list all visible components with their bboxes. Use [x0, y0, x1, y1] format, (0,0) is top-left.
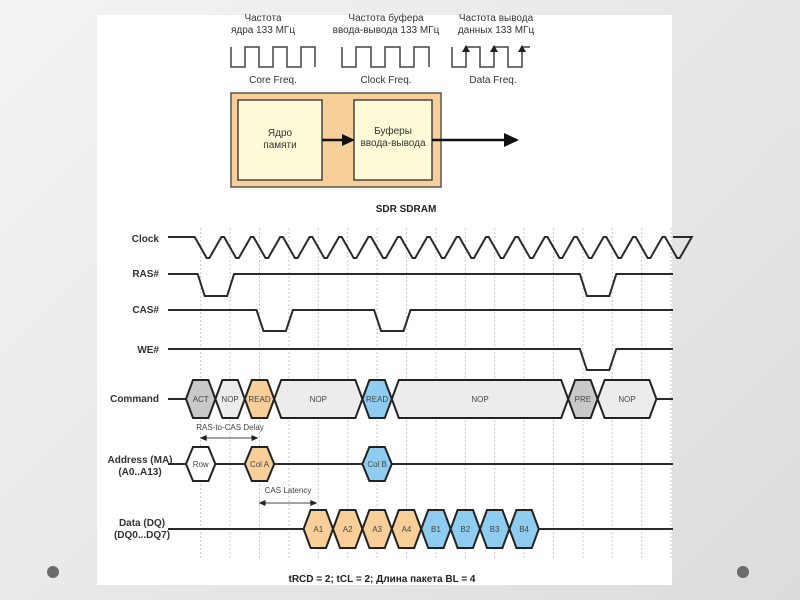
rising-edge-arrow-icon [462, 45, 470, 52]
data-label: B4 [519, 525, 529, 534]
data-cell: A2 [331, 509, 364, 549]
rising-edge-arrows [462, 45, 526, 52]
core-freq-caption: Core Freq. [249, 75, 297, 86]
data-cell: A3 [361, 509, 393, 549]
data-cell: A4 [390, 509, 423, 549]
memory-core-line1: Ядро [268, 128, 293, 139]
command-cell: PRE [567, 379, 599, 419]
command-label: NOP [618, 395, 635, 404]
io-buffer-line1: Буферы [374, 125, 412, 137]
data-bus: A1 A2 A3 A4 B1 B2 B3 B4 [168, 509, 673, 549]
ras-to-cas-delay-label: RAS-to-CAS Delay [196, 423, 264, 432]
data-freq-wave [451, 46, 530, 68]
timing-footer: tRCD = 2; tCL = 2; Длина пакета BL = 4 [289, 574, 476, 585]
address-hexagon [184, 446, 217, 482]
address-cell: Col B [361, 446, 393, 482]
cas-latency-label: CAS Latency [265, 486, 312, 495]
bullet-dot-right [737, 566, 749, 578]
data-cell: B3 [478, 509, 511, 549]
sdr-sdram-title: SDR SDRAM [376, 204, 437, 215]
signal-label-we: WE# [137, 345, 159, 356]
data-label: B3 [490, 525, 500, 534]
memory-core-line2: памяти [263, 140, 296, 151]
command-hexagon [596, 379, 658, 419]
command-label: READ [248, 395, 270, 404]
data-cell: B2 [449, 509, 482, 549]
clock-freq-line1: Частота буфера [348, 12, 424, 24]
freq-label-clock: Частота буфера ввода-вывода 133 МГц [333, 12, 440, 36]
data-cell: B1 [420, 509, 452, 549]
clock-freq-wave [341, 46, 430, 68]
clock-freq-line2: ввода-вывода 133 МГц [333, 25, 440, 36]
bullet-dot-left [47, 566, 59, 578]
rising-edge-arrow-icon [490, 45, 498, 52]
cas-latency-arrow-icon [258, 500, 318, 506]
we-waveform [168, 348, 673, 371]
signal-label-data-range: (DQ0...DQ7) [114, 530, 170, 541]
signal-label-ras: RAS# [132, 269, 159, 280]
command-cell: NOP [390, 379, 570, 419]
data-freq-line1: Частота вывода [459, 13, 534, 24]
command-label: NOP [471, 395, 488, 404]
address-label: Row [193, 460, 209, 469]
signal-label-address: Address (MA) [107, 455, 172, 466]
data-cell: B4 [508, 509, 540, 549]
data-label: A1 [313, 525, 323, 534]
ras-to-cas-delay-arrow-icon [199, 435, 259, 441]
command-cell: NOP [596, 379, 658, 419]
cas-waveform [168, 309, 673, 332]
data-freq-caption: Data Freq. [469, 75, 516, 86]
memory-core-box [237, 99, 323, 181]
clock-freq-caption: Clock Freq. [360, 75, 411, 86]
core-freq-wave [230, 46, 316, 68]
core-freq-line2: ядра 133 МГц [231, 25, 295, 36]
rising-edge-arrow-icon [518, 45, 526, 52]
address-label: Col A [250, 460, 270, 469]
command-cell: ACT [184, 379, 217, 419]
address-bus: Row Col A Col B [168, 446, 673, 482]
freq-label-core: Частота ядра 133 МГц [231, 13, 295, 36]
command-label: READ [366, 395, 388, 404]
command-label: NOP [221, 395, 238, 404]
data-label: B1 [431, 525, 441, 534]
signal-label-address-range: (A0..A13) [118, 467, 161, 478]
buffer-output-arrow-icon [432, 133, 519, 147]
data-label: A3 [372, 525, 382, 534]
address-cell: Row [184, 446, 217, 482]
core-freq-line1: Частота [244, 13, 282, 24]
data-label: B2 [460, 525, 470, 534]
clock-waveform [168, 236, 694, 259]
signal-label-clock: Clock [132, 234, 160, 245]
data-cell: A1 [302, 509, 335, 549]
command-label: PRE [575, 395, 591, 404]
signal-label-data: Data (DQ) [119, 518, 165, 529]
data-label: A2 [343, 525, 353, 534]
core-to-buffer-arrow-icon [322, 134, 355, 146]
io-buffer-box [353, 99, 433, 181]
freq-label-data: Частота вывода данных 133 МГц [458, 13, 535, 36]
command-label: ACT [193, 395, 209, 404]
data-label: A4 [402, 525, 412, 534]
command-cell: NOP [273, 379, 364, 419]
command-bus: ACT NOP READ NOP READ NOP PRE NOP [168, 379, 673, 419]
command-cell: NOP [214, 379, 246, 419]
address-cell: Col A [243, 446, 276, 482]
command-cell: READ [243, 379, 276, 419]
signal-label-command: Command [110, 394, 159, 405]
io-buffer-line2: ввода-вывода [360, 138, 425, 149]
address-hexagon [361, 446, 393, 482]
data-hexagon [508, 509, 540, 549]
command-label: NOP [310, 395, 327, 404]
signal-label-cas: CAS# [132, 305, 159, 316]
address-hexagon [243, 446, 276, 482]
data-freq-line2: данных 133 МГц [458, 25, 535, 36]
command-cell: READ [361, 379, 393, 419]
ras-waveform [168, 273, 673, 297]
address-label: Col B [367, 460, 387, 469]
